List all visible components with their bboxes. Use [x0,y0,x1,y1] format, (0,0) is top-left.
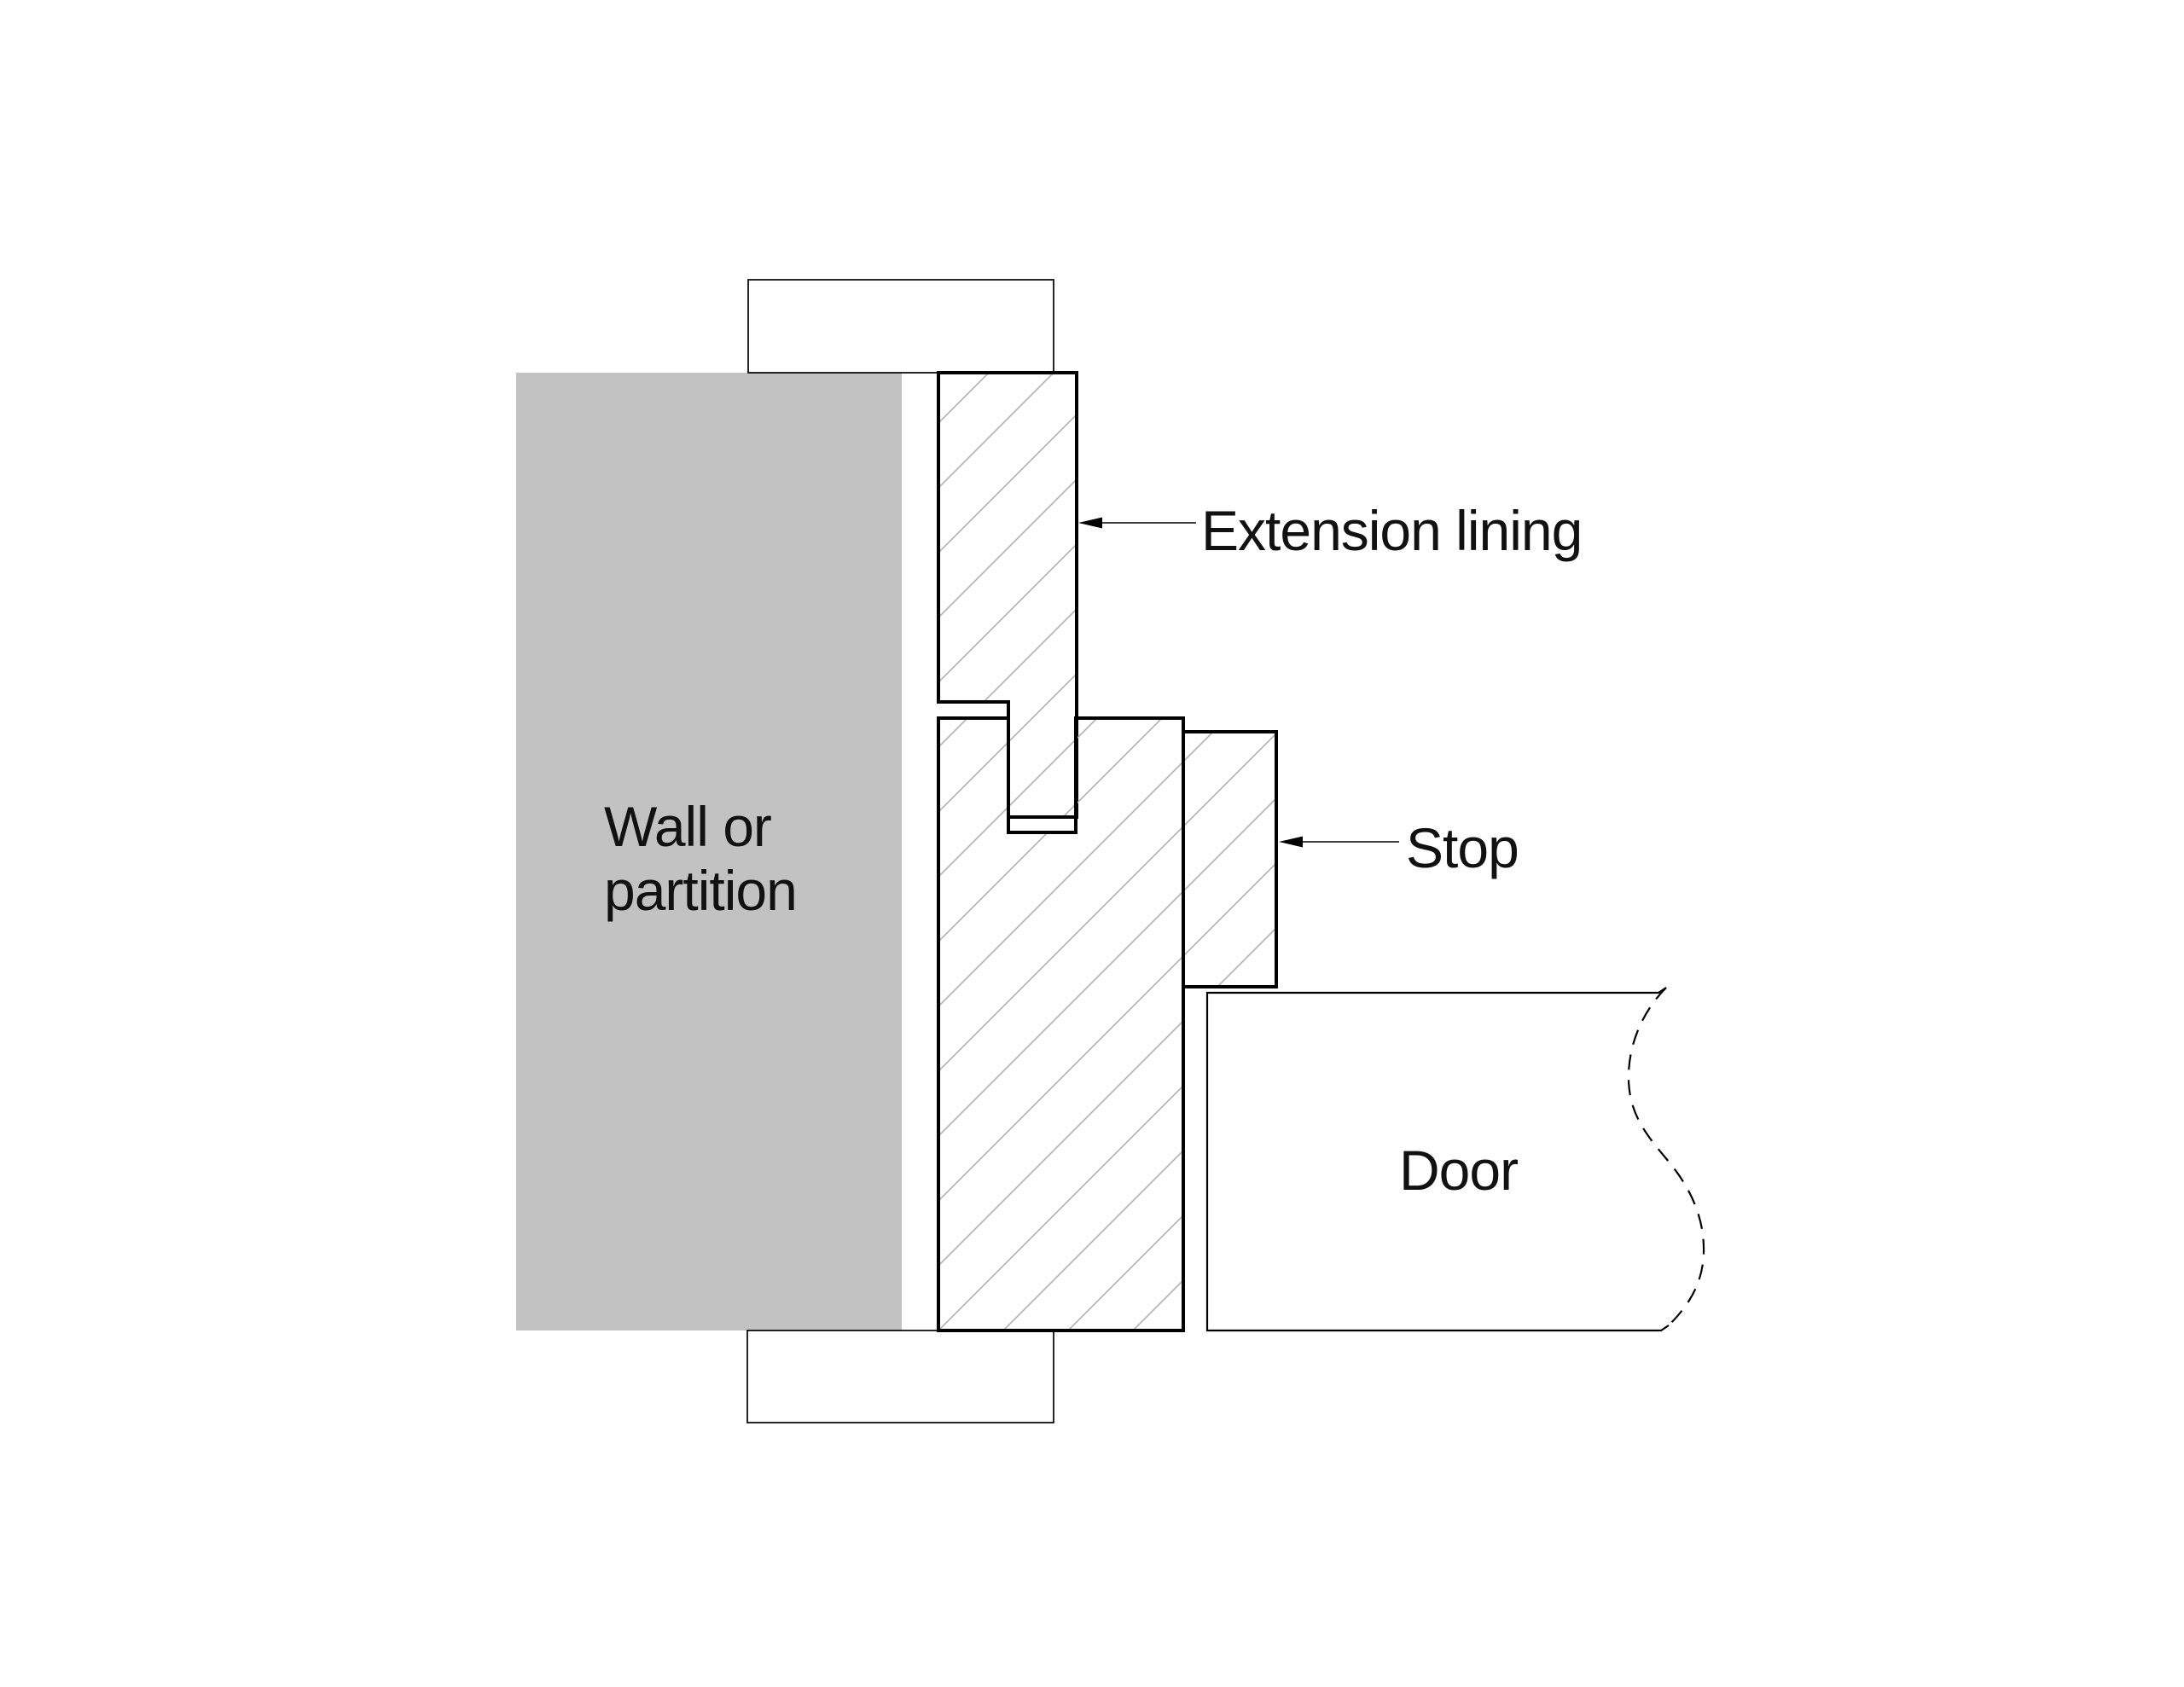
wall-partition [516,373,902,1330]
door [1205,987,1705,1332]
architrave-upper [747,279,1054,374]
wall-label-line2: partition [604,859,797,922]
stop-label: Stop [1406,816,1519,879]
extension-lining-annotation: Extension lining [1078,499,1583,562]
arrow-left-icon [1279,836,1303,848]
wall-label: Wall or partition [604,795,798,922]
door-break-line [1627,987,1705,1326]
arrow-left-icon [1078,517,1102,529]
stop-annotation: Stop [1279,816,1519,879]
door-outline [1205,987,1670,1332]
architrave-lower [746,1330,1054,1423]
extension-lining-label: Extension lining [1201,499,1582,562]
door-stop [1182,730,1278,988]
wall-label-line1: Wall or [604,795,771,858]
door-label: Door [1399,1139,1518,1202]
door-lining [937,716,1185,1332]
